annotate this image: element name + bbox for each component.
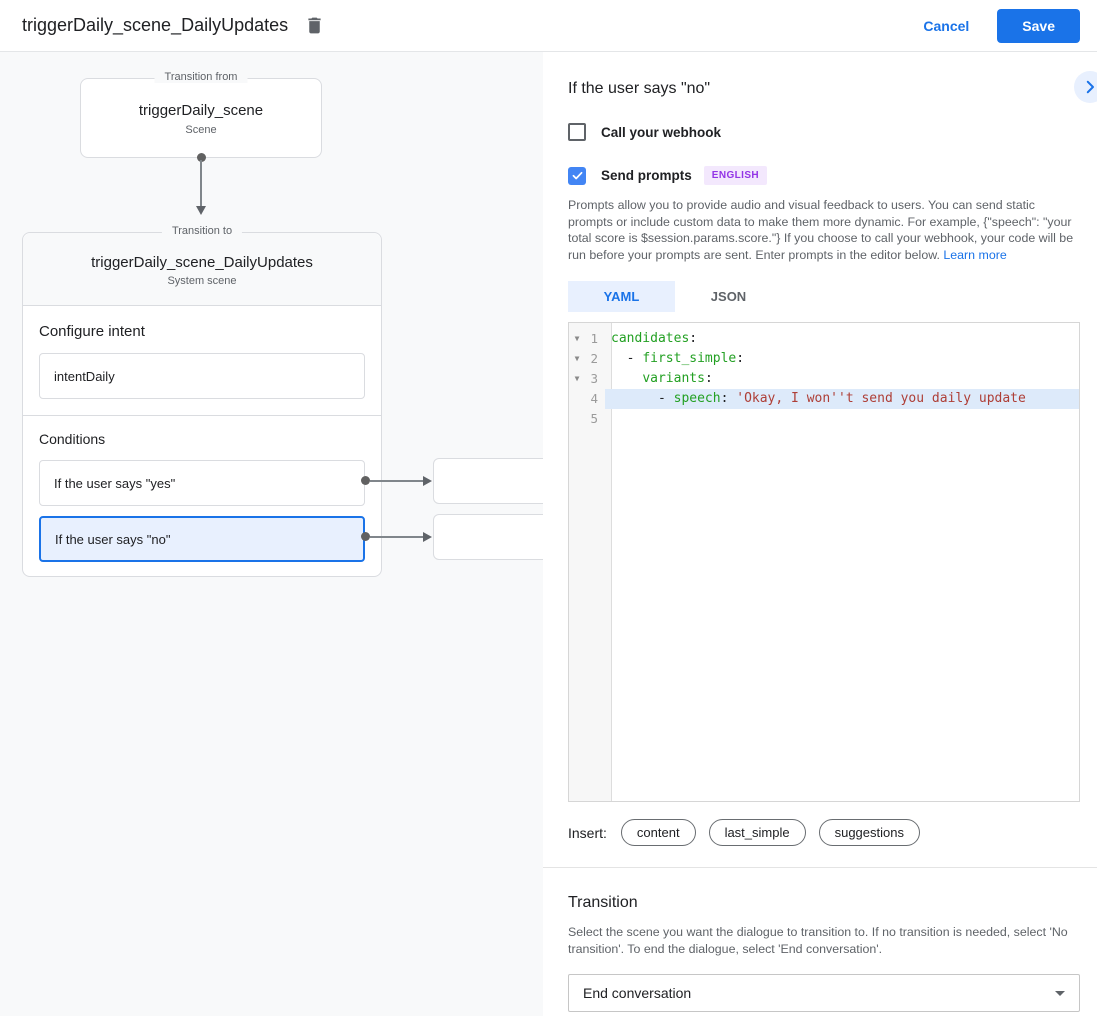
- prompts-description: Prompts allow you to provide audio and v…: [568, 197, 1080, 263]
- condition-item-no[interactable]: If the user says "no": [39, 516, 365, 562]
- code-line[interactable]: ▼ 3 variants:: [569, 369, 1079, 389]
- send-prompts-checkbox-row[interactable]: Send prompts ENGLISH: [568, 166, 1080, 185]
- insert-chip-last_simple[interactable]: last_simple: [708, 819, 806, 846]
- code-editor-lines: ▼ 1 candidates: ▼ 2 - first_simple: ▼ 3 varian…: [569, 329, 1079, 429]
- connector-line: [370, 480, 423, 482]
- transition-to-title: triggerDaily_scene_DailyUpdates: [91, 254, 313, 271]
- connector-dot: [361, 532, 370, 541]
- arrow-down-icon: [196, 206, 206, 215]
- arrow-right-icon: [423, 532, 432, 542]
- send-prompts-checkbox[interactable]: [568, 166, 586, 185]
- webhook-checkbox[interactable]: [568, 123, 586, 141]
- code-line[interactable]: ▼ 2 - first_simple:: [569, 349, 1079, 369]
- webhook-label: Call your webhook: [601, 124, 722, 140]
- code-line-content: - first_simple:: [611, 351, 745, 366]
- check-icon: [571, 169, 584, 182]
- chevron-right-icon: [1081, 78, 1097, 96]
- fold-arrow-icon[interactable]: ▼: [574, 334, 580, 343]
- transition-from-legend: Transition from: [154, 71, 248, 83]
- configure-intent-heading: Configure intent: [39, 323, 145, 340]
- code-line-content: candidates:: [611, 331, 698, 346]
- cancel-button[interactable]: Cancel: [923, 17, 970, 34]
- transition-from-node[interactable]: Transition from triggerDaily_scene Scene: [80, 71, 322, 162]
- code-line[interactable]: ▼ 1 candidates:: [569, 329, 1079, 349]
- connector-dot: [197, 153, 206, 162]
- configure-intent-section: Configure intent intentDaily: [23, 306, 381, 416]
- conditions-heading: Conditions: [39, 431, 106, 447]
- connector-line: [200, 160, 202, 206]
- insert-chip-content[interactable]: content: [620, 819, 696, 846]
- top-bar: triggerDaily_scene_DailyUpdates Cancel S…: [0, 0, 1097, 52]
- section-divider: [543, 867, 1097, 868]
- insert-chip-suggestions[interactable]: suggestions: [818, 819, 920, 846]
- transition-description: Select the scene you want the dialogue t…: [568, 925, 1068, 956]
- intent-item[interactable]: intentDaily: [39, 353, 365, 399]
- transition-target-node[interactable]: [433, 458, 543, 504]
- transition-target-node[interactable]: [433, 514, 543, 560]
- dropdown-caret-icon: [1055, 990, 1065, 996]
- fold-arrow-icon[interactable]: ▼: [574, 374, 580, 383]
- arrow-right-icon: [423, 476, 432, 486]
- transition-select[interactable]: End conversation: [568, 974, 1080, 1012]
- line-number: 3: [590, 371, 598, 386]
- yaml-code-editor[interactable]: ▼ 1 candidates: ▼ 2 - first_simple: ▼ 3 varian…: [568, 322, 1080, 802]
- code-line[interactable]: 4 - speech: 'Okay, I won''t send you dai…: [569, 389, 1079, 409]
- transition-to-card[interactable]: Transition to triggerDaily_scene_DailyUp…: [22, 225, 382, 578]
- panel-title: If the user says "no": [568, 80, 711, 97]
- fold-arrow-icon[interactable]: ▼: [574, 354, 580, 363]
- transition-to-header: triggerDaily_scene_DailyUpdates System s…: [23, 233, 381, 306]
- conditions-section: Conditions If the user says "yes" If the…: [23, 416, 381, 578]
- transition-to-subtitle: System scene: [167, 275, 237, 287]
- trash-icon: [304, 15, 325, 36]
- insert-row: Insert: content last_simple suggestions: [568, 819, 1080, 846]
- code-line-content: variants:: [642, 371, 713, 386]
- condition-detail-panel: If the user says "no" Call your webhook …: [543, 52, 1097, 1016]
- scene-flow-canvas[interactable]: Transition from triggerDaily_scene Scene…: [0, 52, 543, 1016]
- page-title: triggerDaily_scene_DailyUpdates: [22, 15, 289, 35]
- collapse-panel-button[interactable]: [1074, 71, 1097, 103]
- line-number: 5: [590, 411, 598, 426]
- tab-yaml[interactable]: YAML: [568, 281, 675, 312]
- line-number: 2: [590, 351, 598, 366]
- tab-json[interactable]: JSON: [710, 289, 747, 304]
- code-line-content: [605, 409, 1079, 429]
- transition-heading: Transition: [568, 894, 638, 911]
- connector-line: [370, 536, 423, 538]
- editor-format-tabs: YAML JSON: [568, 281, 1080, 312]
- save-button[interactable]: Save: [997, 8, 1080, 43]
- code-line-content: - speech: 'Okay, I won''t send you daily…: [605, 389, 1079, 409]
- line-number: 4: [590, 391, 598, 406]
- transition-to-legend: Transition to: [161, 225, 243, 237]
- delete-button[interactable]: [304, 15, 325, 36]
- transition-from-subtitle: Scene: [185, 124, 217, 136]
- fold-arrow-icon: [569, 409, 585, 429]
- insert-label: Insert:: [568, 824, 607, 841]
- learn-more-link[interactable]: Learn more: [943, 247, 1007, 262]
- main-layout: Transition from triggerDaily_scene Scene…: [0, 52, 1097, 1016]
- transition-select-value: End conversation: [583, 985, 692, 1001]
- code-line[interactable]: 5: [569, 409, 1079, 429]
- prompts-description-text: Prompts allow you to provide audio and v…: [568, 198, 1074, 262]
- webhook-checkbox-row[interactable]: Call your webhook: [568, 123, 1080, 141]
- transition-from-title: triggerDaily_scene: [138, 102, 264, 119]
- insert-chips: content last_simple suggestions: [620, 819, 933, 846]
- send-prompts-label: Send prompts: [601, 168, 692, 183]
- condition-item-yes[interactable]: If the user says "yes": [39, 460, 365, 506]
- language-badge: ENGLISH: [703, 166, 768, 185]
- connector-dot: [361, 476, 370, 485]
- line-number: 1: [590, 331, 598, 346]
- fold-arrow-icon: [569, 389, 585, 409]
- transition-section: Transition Select the scene you want the…: [543, 868, 1097, 1012]
